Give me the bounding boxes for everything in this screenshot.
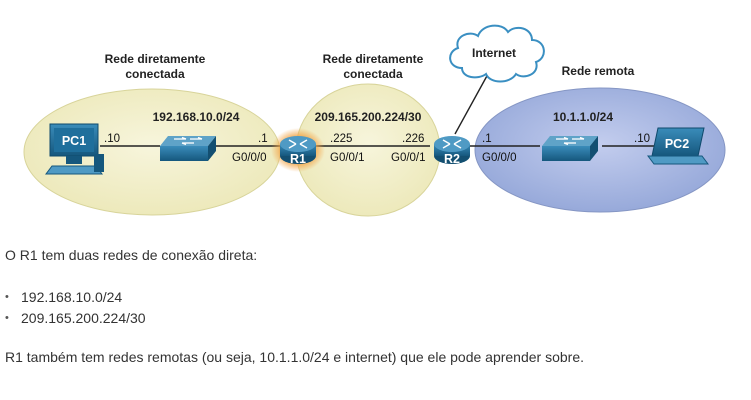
r2-right-iface-label: G0/0/0: [482, 152, 517, 164]
internet-cloud: Internet: [449, 24, 545, 83]
list-item: 192.168.10.0/24: [5, 287, 146, 308]
paragraph-direct-networks: O R1 tem duas redes de conexão direta:: [5, 247, 258, 263]
switch-left: [160, 136, 216, 161]
paragraph-remote-networks: R1 também tem redes remotas (ou seja, 10…: [5, 349, 585, 365]
direct-networks-list: 192.168.10.0/24 209.165.200.224/30: [5, 287, 146, 329]
r2-label: R2: [444, 152, 460, 166]
right-network-address: 10.1.1.0/24: [553, 110, 613, 124]
switch-right: [542, 136, 598, 161]
pc1-host-label: .10: [104, 133, 120, 145]
network-topology-diagram: Rede diretamente conectada Rede diretame…: [23, 24, 726, 217]
middle-region-title-line1: Rede diretamente: [323, 52, 424, 66]
list-item: 209.165.200.224/30: [5, 308, 146, 329]
left-region-title-line2: conectada: [125, 67, 185, 81]
r1-left-iface-label: G0/0/0: [232, 152, 267, 164]
internet-label: Internet: [472, 46, 516, 60]
left-network-address: 192.168.10.0/24: [153, 110, 240, 124]
middle-network-address: 209.165.200.224/30: [315, 110, 422, 124]
router-r1: R1: [271, 128, 325, 172]
r2-right-host-label: .1: [482, 133, 492, 145]
r2-left-iface-label: G0/0/1: [391, 152, 426, 164]
r1-left-host-label: .1: [258, 133, 268, 145]
r1-right-iface-label: G0/0/1: [330, 152, 365, 164]
right-region-title: Rede remota: [562, 64, 635, 78]
r2-left-host-label: .226: [402, 133, 424, 145]
left-region-title-line1: Rede diretamente: [105, 52, 206, 66]
middle-region-title-line2: conectada: [343, 67, 403, 81]
pc1-computer: PC1: [45, 123, 104, 175]
pc2-laptop: PC2: [647, 127, 709, 165]
link-r2-internet: [454, 73, 489, 135]
pc2-host-label: .10: [634, 133, 650, 145]
pc2-label: PC2: [665, 137, 689, 151]
router-r2: R2: [434, 136, 470, 166]
right-network-region: [474, 87, 726, 213]
r1-label: R1: [290, 152, 306, 166]
r1-right-host-label: .225: [330, 133, 352, 145]
network-links: [100, 73, 655, 147]
pc1-label: PC1: [62, 134, 86, 148]
